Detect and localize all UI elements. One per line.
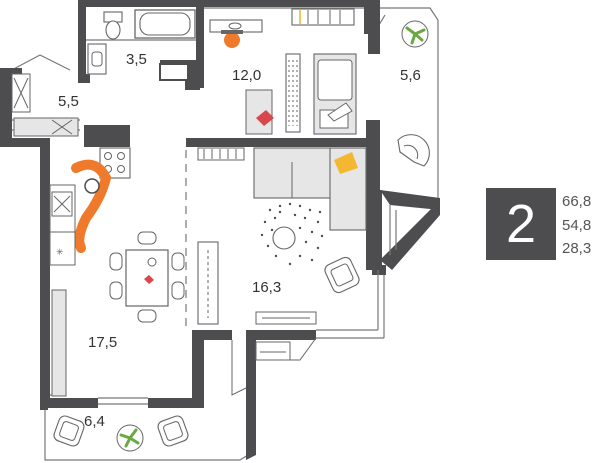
rooms-badge: 2 (486, 188, 556, 260)
living-room (197, 147, 367, 325)
area-living: 16,3 (252, 279, 281, 296)
bedroom (245, 8, 357, 135)
bathroom (87, 9, 263, 81)
area-stats: 66,8 54,8 28,3 (562, 190, 598, 261)
wardrobe-icon (291, 8, 355, 26)
armchair-icon (324, 256, 360, 294)
balcony-bottom (53, 415, 189, 452)
table-icon (245, 89, 274, 135)
radiator (197, 147, 245, 161)
toilet-icon (103, 11, 123, 40)
area-bathroom: 3,5 (126, 51, 147, 68)
kitchen-column (51, 289, 67, 397)
walls (0, 0, 440, 460)
armchair-icon (221, 30, 243, 48)
person-figure (71, 159, 112, 253)
bathtub-icon (134, 9, 196, 39)
hall (11, 73, 79, 137)
wardrobe-icon (197, 241, 219, 325)
area-balcony-bottom: 6,4 (84, 413, 105, 430)
balcony-right (373, 20, 430, 167)
plant-icon (401, 20, 429, 48)
table-icon (109, 231, 185, 323)
armchair-icon (157, 415, 189, 447)
stove-icon (99, 147, 131, 179)
living-area: 54,8 (562, 216, 592, 234)
coffee-table (272, 226, 296, 250)
hall-bench (13, 117, 79, 137)
armchair-icon (397, 134, 430, 167)
kitchen: ✳ (49, 147, 185, 397)
area-bedroom: 12,0 (232, 67, 261, 84)
shelf (285, 53, 301, 133)
total-area: 66,8 (562, 193, 592, 210)
area-hall: 5,5 (58, 93, 79, 110)
area-balcony-right: 5,6 (400, 67, 421, 84)
sink-icon (87, 43, 107, 75)
boiler (159, 63, 189, 81)
closet-bottom (231, 337, 317, 396)
kitchen-area: 28,3 (562, 240, 592, 257)
svg-text:✳: ✳ (56, 248, 64, 258)
bed-icon (313, 53, 357, 135)
armchair-icon (53, 415, 85, 447)
rug-icon (260, 202, 324, 266)
area-kitchen-dining: 17,5 (88, 334, 117, 351)
sofa-icon (253, 147, 367, 231)
plant-icon (116, 424, 144, 452)
tv-stand (255, 311, 317, 325)
